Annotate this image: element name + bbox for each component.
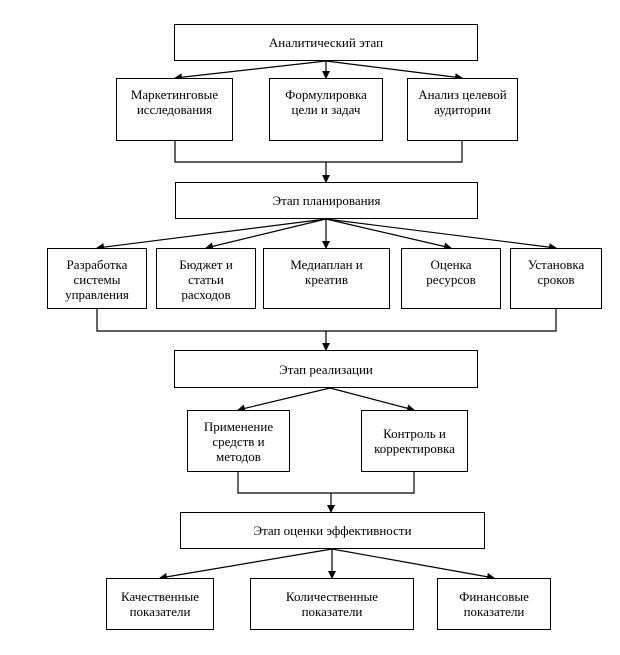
box-quantity-indicators: Количественные показатели	[250, 578, 414, 630]
box-management-system: Разработка системы управления	[47, 248, 147, 309]
box-quantity-indicators-label: Количественные показатели	[285, 589, 379, 619]
box-resources: Оценка ресурсов	[401, 248, 501, 309]
box-quality-indicators-label: Качественные показатели	[120, 589, 200, 619]
box-audience-analysis: Анализ целевой аудитории	[407, 78, 518, 141]
arrow-to-marketing	[174, 60, 327, 82]
box-resources-label: Оценка ресурсов	[426, 257, 476, 287]
arrow-to-quality	[159, 548, 333, 581]
box-marketing-research-label: Маркетинговые исследования	[130, 87, 219, 117]
box-financial-indicators-label: Финансовые показатели	[459, 589, 529, 619]
stage-evaluation-label: Этап оценки эффективности	[253, 523, 412, 538]
box-control: Контроль и корректировка	[361, 410, 468, 472]
merge-analytic	[174, 141, 463, 163]
arrow-to-budget	[205, 218, 327, 251]
box-methods: Применение средств и методов	[187, 410, 290, 472]
stage-analytic: Аналитический этап	[174, 24, 478, 61]
box-budget: Бюджет и статьи расходов	[156, 248, 256, 309]
box-deadlines-label: Установка сроков	[527, 257, 585, 287]
arrow-to-audience	[325, 60, 463, 82]
stage-planning: Этап планирования	[175, 182, 478, 219]
arrow-to-methods	[237, 387, 331, 413]
box-management-system-label: Разработка системы управления	[65, 257, 129, 302]
stage-realization: Этап реализации	[174, 350, 478, 388]
arrow-to-resources	[325, 218, 452, 251]
box-control-label: Контроль и корректировка	[374, 426, 455, 456]
arrow-to-finance	[331, 548, 495, 581]
box-marketing-research: Маркетинговые исследования	[116, 78, 233, 141]
stage-evaluation: Этап оценки эффективности	[180, 512, 485, 549]
merge-planning	[96, 309, 557, 332]
stage-realization-label: Этап реализации	[279, 361, 373, 377]
arrow-to-control	[329, 387, 415, 413]
box-budget-label: Бюджет и статьи расходов	[179, 257, 233, 302]
box-methods-label: Применение средств и методов	[203, 418, 274, 464]
box-financial-indicators: Финансовые показатели	[437, 578, 551, 630]
arrow-to-system	[96, 218, 327, 252]
stage-analytic-label: Аналитический этап	[268, 35, 384, 50]
stage-planning-label: Этап планирования	[272, 193, 381, 208]
box-mediaplan-label: Медиаплан и креатив	[290, 257, 363, 287]
box-goals-label: Формулировка цели и задач	[285, 87, 367, 117]
box-goals: Формулировка цели и задач	[269, 78, 383, 141]
box-mediaplan: Медиаплан и креатив	[263, 248, 390, 309]
merge-realization	[237, 472, 415, 494]
box-audience-analysis-label: Анализ целевой аудитории	[418, 87, 507, 117]
box-quality-indicators: Качественные показатели	[106, 578, 214, 630]
box-deadlines: Установка сроков	[510, 248, 602, 309]
arrow-to-deadlines	[325, 218, 557, 252]
